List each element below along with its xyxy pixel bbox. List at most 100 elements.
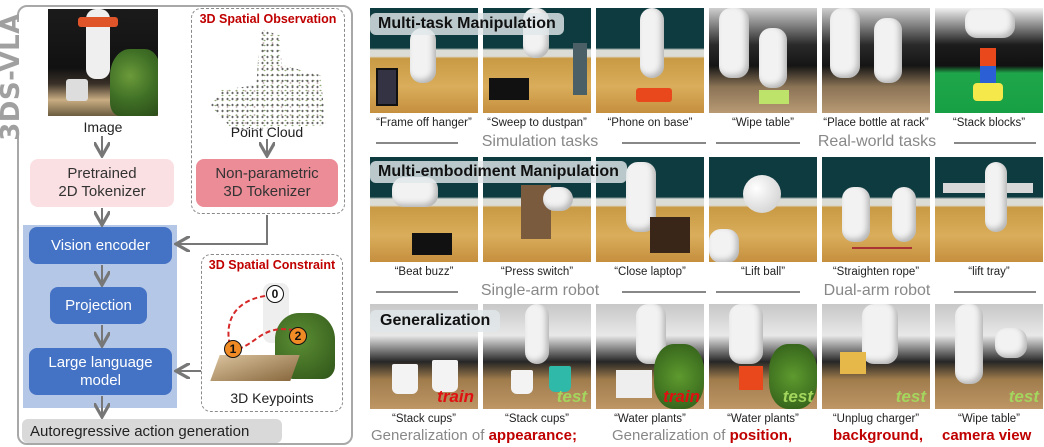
robot-arm-shape [525, 304, 549, 364]
camera-view-highlight-label: camera view [942, 427, 1032, 444]
plant-shape [110, 49, 158, 116]
task-caption: “Unplug charger” [832, 413, 920, 425]
task-caption: “Wipe table” [732, 117, 794, 129]
spatial-constraint-title: 3D Spatial Constraint [208, 258, 336, 272]
task-image-close-laptop [596, 157, 704, 262]
robot-arm-shape [543, 187, 573, 211]
task-caption: “Beat buzz” [394, 266, 454, 278]
dual-arm-robot-label: Dual-arm robot [823, 282, 931, 299]
robot-arm-shape [759, 28, 787, 88]
architecture-panel [17, 5, 353, 445]
task-image-lift-tray [935, 157, 1043, 262]
task-image-wipe-table-test: test [935, 304, 1043, 409]
task-caption: “Wipe table” [958, 413, 1020, 425]
keypoints-image: 0 1 2 [210, 283, 335, 387]
test-tag: test [782, 387, 813, 406]
keypoints-label: 3D Keypoints [230, 390, 314, 406]
multiembodiment-title: Multi-embodiment Manipulation [370, 161, 627, 183]
divider [954, 291, 1036, 293]
task-image-stack-blocks [935, 8, 1043, 113]
pillar-shape [573, 43, 587, 95]
dustpan-shape [489, 78, 529, 100]
spatial-observation-title: 3D Spatial Observation [199, 12, 337, 26]
cup-shape [549, 366, 571, 392]
keypoint-1: 1 [224, 340, 242, 358]
multitask-title: Multi-task Manipulation [370, 13, 564, 35]
blocks-shape [980, 48, 996, 84]
autoregressive-action-generation: Autoregressive action generation [22, 419, 282, 443]
cup-shape [432, 360, 458, 392]
robot-arm-shape [709, 229, 739, 262]
robot-arm-shape [995, 328, 1027, 358]
generalization-appearance-label: Generalization of appearance; [371, 427, 577, 444]
buzzer-shape [412, 233, 452, 255]
task-image-wipe-table [709, 8, 817, 113]
robot-arm-shape [830, 8, 860, 78]
divider [716, 291, 800, 293]
task-caption: “Phone on base” [607, 117, 693, 129]
task-caption: “Lift ball” [740, 266, 786, 278]
robot-arm-shape [640, 8, 664, 78]
sponge-shape [759, 90, 789, 104]
divider [376, 142, 458, 144]
test-tag: test [556, 387, 587, 406]
task-image-straighten-rope [822, 157, 930, 262]
divider [622, 142, 706, 144]
test-tag: test [1008, 387, 1039, 406]
box-shape [840, 352, 866, 374]
cup-shape [66, 79, 88, 101]
base-block-shape [973, 83, 1003, 101]
task-caption: “Straighten rope” [832, 266, 920, 278]
divider [954, 142, 1036, 144]
train-tag: train [437, 387, 474, 406]
point-cloud-label: Point Cloud [230, 124, 304, 140]
robot-arm-shape [985, 162, 1007, 232]
task-caption: “Place bottle at rack” [823, 117, 929, 129]
flow-arrows [0, 136, 360, 447]
task-image-place-bottle-at-rack [822, 8, 930, 113]
watering-can-shape [616, 370, 652, 398]
appearance-highlight: appearance; [488, 427, 577, 444]
cup-shape [392, 364, 418, 394]
robot-arm-shape [862, 304, 898, 364]
task-caption: “Frame off hanger” [376, 117, 472, 129]
cup-shape [511, 370, 533, 394]
task-caption: “Stack blocks” [952, 117, 1026, 129]
generalization-title: Generalization [370, 310, 501, 332]
keypoint-0: 0 [266, 285, 284, 303]
gripper-shape [78, 17, 118, 27]
simulation-tasks-label: Simulation tasks [481, 133, 599, 150]
robot-arm-shape [410, 28, 436, 83]
divider [622, 291, 706, 293]
image-label: Image [83, 119, 123, 135]
task-image-water-plants-test: test [709, 304, 817, 409]
generalization-position-label: Generalization of position, [612, 427, 793, 444]
task-caption: “Water plants” [727, 413, 799, 425]
robot-arm-shape [874, 18, 902, 83]
task-image-stack-cups-test: test [483, 304, 591, 409]
model-title: 3DS-VLA [0, 13, 26, 141]
robot-arm-shape [842, 187, 870, 242]
input-image [48, 9, 158, 116]
task-image-unplug-charger-test: test [822, 304, 930, 409]
rope-shape [852, 247, 912, 249]
single-arm-robot-label: Single-arm robot [480, 282, 600, 299]
task-caption: “lift tray” [968, 266, 1010, 278]
phone-base-shape [636, 88, 672, 102]
non-parametric-3d-tokenizer: Non-parametric 3D Tokenizer [196, 159, 338, 207]
task-image-water-plants-train: train [596, 304, 704, 409]
divider [376, 291, 458, 293]
keypoint-2: 2 [289, 327, 307, 345]
pretrained-2d-tokenizer: Pretrained 2D Tokenizer [30, 159, 174, 207]
train-tag: train [663, 387, 700, 406]
plant-shape [769, 344, 817, 409]
large-language-model: Large language model [29, 348, 172, 395]
robot-arm-shape [719, 8, 749, 78]
spatial-observation-group: 3D Spatial Observation [191, 8, 345, 214]
position-highlight: position, [729, 427, 793, 444]
robot-arm-shape [729, 304, 763, 364]
frame-shape [376, 68, 398, 106]
real-world-tasks-label: Real-world tasks [817, 133, 937, 150]
robot-arm-shape [965, 8, 1015, 38]
task-caption: “Press switch” [500, 266, 574, 278]
